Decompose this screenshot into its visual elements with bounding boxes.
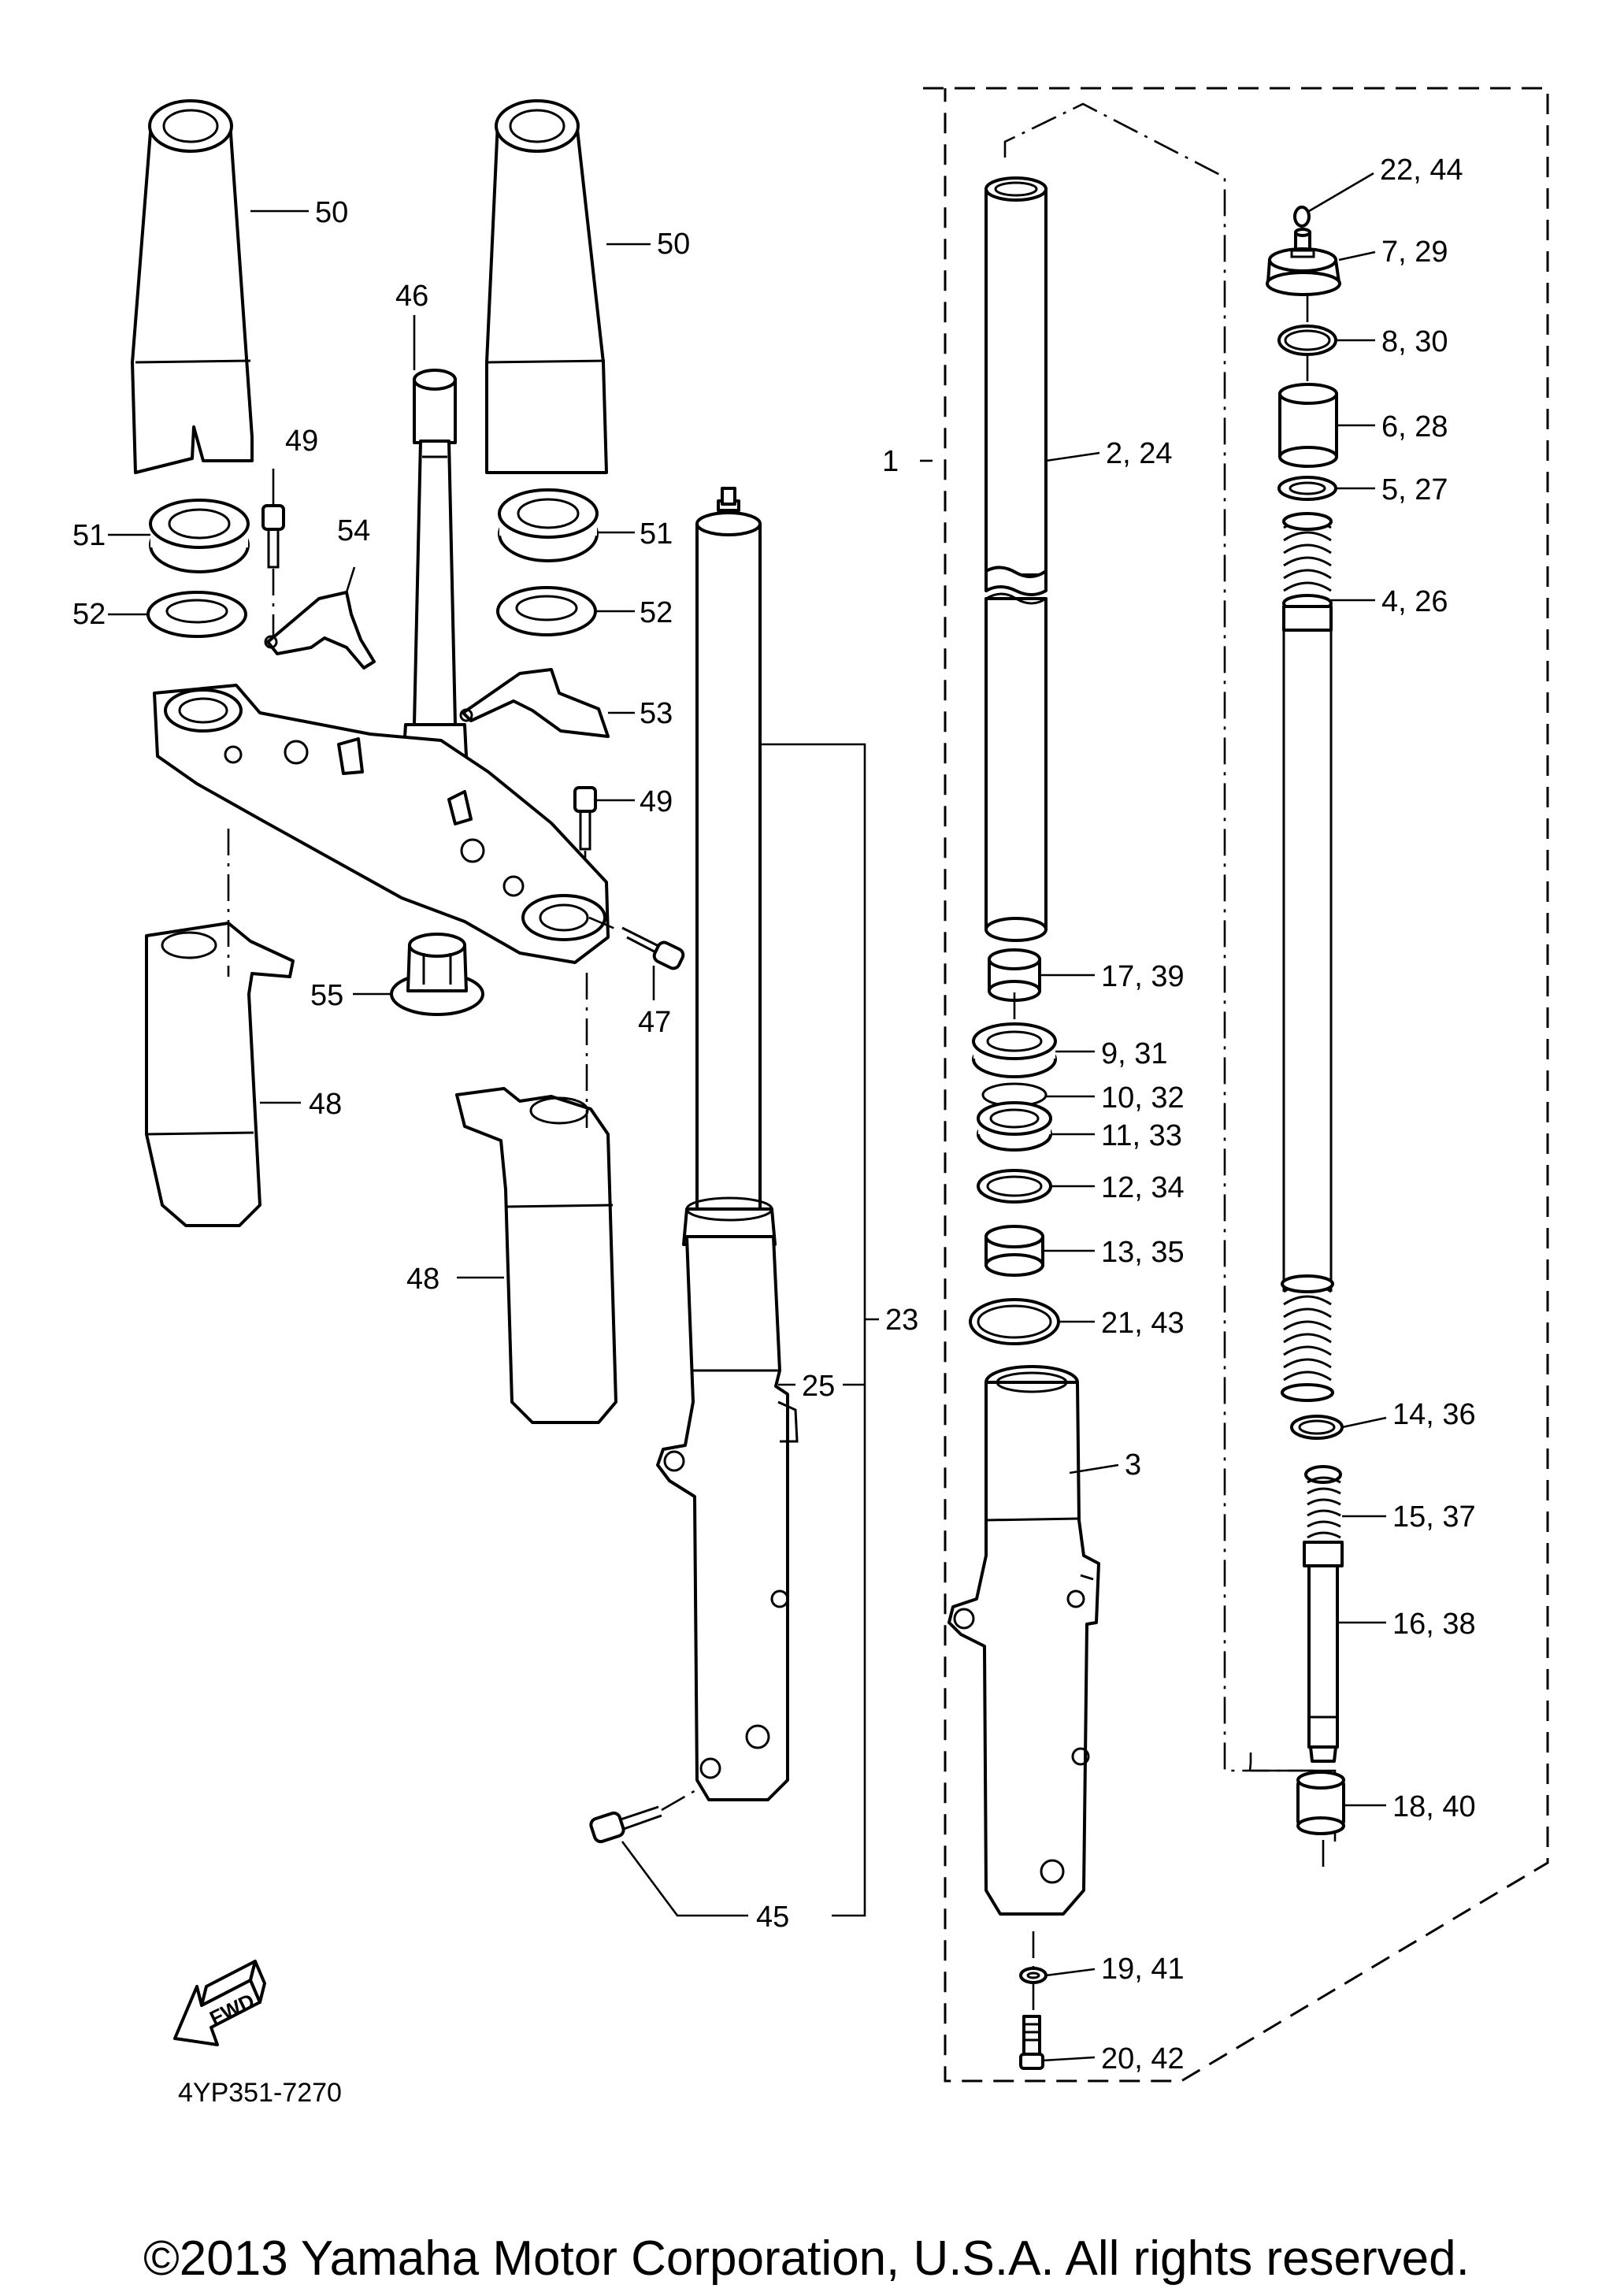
washer-5	[1277, 476, 1337, 501]
oil-lock-piece-18	[1296, 1771, 1345, 1835]
callout-48-right: 48	[406, 1263, 439, 1296]
callout-51-left: 51	[72, 519, 106, 552]
callout-1: 1	[882, 445, 899, 478]
circlip-21	[969, 1298, 1060, 1345]
oil-seal-11	[977, 1101, 1052, 1152]
cable-guide-54	[264, 591, 376, 670]
washer-right	[496, 586, 597, 636]
steering-stem	[395, 369, 474, 802]
callout-20-42: 20, 42	[1101, 2042, 1185, 2075]
damper-rod-15	[1303, 1465, 1344, 1567]
fork-spring-4	[1281, 512, 1334, 1402]
steering-nut-55	[390, 933, 484, 1016]
callout-3: 3	[1125, 1448, 1141, 1482]
washer-12	[977, 1169, 1052, 1204]
dust-seal-9	[972, 1022, 1057, 1078]
copyright-notice: ©2013 Yamaha Motor Corporation, U.S.A. A…	[143, 2231, 1470, 2286]
callout-16-38: 16, 38	[1392, 1608, 1476, 1641]
callout-15-37: 15, 37	[1392, 1500, 1476, 1534]
guide-bushing-17	[988, 948, 1041, 1002]
lower-fork-cover-right	[455, 1087, 617, 1424]
callout-2-24: 2, 24	[1106, 437, 1173, 470]
callout-4-26: 4, 26	[1381, 585, 1448, 618]
callout-46: 46	[395, 280, 428, 313]
callout-48-left: 48	[309, 1088, 342, 1121]
callout-8-30: 8, 30	[1381, 325, 1448, 358]
callout-50-right: 50	[657, 228, 690, 261]
callout-49-left: 49	[285, 425, 318, 458]
inner-group-bracket	[1003, 102, 1319, 1772]
callout-47: 47	[638, 1006, 671, 1039]
washer-left	[146, 591, 247, 638]
dust-seal-left	[149, 499, 250, 573]
callout-19-41: 19, 41	[1101, 1953, 1185, 1986]
figure-code: 4YP351-7270	[178, 2078, 342, 2108]
callout-10-32: 10, 32	[1101, 1081, 1185, 1115]
slide-metal-13	[984, 1225, 1044, 1277]
callout-6-28: 6, 28	[1381, 410, 1448, 443]
assembly-boundary	[923, 87, 1549, 2083]
bolt-49-left	[261, 504, 285, 642]
upper-fork-cover-left	[131, 99, 254, 474]
outer-tube-3	[947, 1365, 1100, 1916]
pinch-bolt-47	[588, 916, 685, 970]
cap-bolt-7	[1266, 228, 1341, 296]
callout-14-36: 14, 36	[1392, 1398, 1476, 1431]
o-ring-22	[1293, 206, 1311, 228]
callout-13-35: 13, 35	[1101, 1236, 1185, 1269]
callout-5-27: 5, 27	[1381, 473, 1448, 506]
callout-45: 45	[756, 1901, 789, 1934]
inner-tube-2	[984, 176, 1048, 942]
dust-seal-right	[498, 488, 599, 562]
damper-rod-bolt-20	[1019, 2015, 1044, 2070]
callout-21-43: 21, 43	[1101, 1307, 1185, 1340]
under-bracket	[153, 684, 610, 964]
callout-52-left: 52	[72, 598, 106, 631]
rebound-spring-14	[1290, 1415, 1344, 1440]
callout-54: 54	[337, 514, 370, 547]
cable-guide-53	[459, 668, 610, 738]
o-ring-8	[1277, 325, 1337, 356]
leader-lines	[108, 172, 1387, 2062]
callout-18-40: 18, 40	[1392, 1790, 1476, 1823]
upper-fork-cover-right	[485, 99, 608, 474]
callout-22-44: 22, 44	[1380, 154, 1463, 187]
copper-washer-19	[1019, 1967, 1048, 1984]
callout-55: 55	[310, 979, 343, 1012]
callout-49-right: 49	[640, 785, 673, 818]
callout-23: 23	[885, 1304, 918, 1337]
damper-rod-16	[1307, 1564, 1339, 1763]
callout-52-right: 52	[640, 596, 673, 629]
callout-12-34: 12, 34	[1101, 1171, 1185, 1204]
front-fork-assembly-25	[656, 487, 799, 1801]
collar-6	[1278, 383, 1338, 468]
callout-17-39: 17, 39	[1101, 960, 1185, 993]
callout-51-right: 51	[640, 517, 673, 551]
callout-50-left: 50	[315, 196, 348, 229]
callout-25: 25	[802, 1370, 835, 1403]
callout-7-29: 7, 29	[1381, 236, 1448, 269]
callout-11-33: 11, 33	[1101, 1119, 1182, 1152]
callout-9-31: 9, 31	[1101, 1037, 1168, 1070]
lower-fork-cover-left	[145, 922, 295, 1227]
callout-labels: 50 50 46 49 54 51 52 51 52 53 49 55 47 4…	[72, 154, 1476, 2075]
callout-53: 53	[640, 697, 673, 730]
pinch-bolt-45	[589, 1785, 703, 1844]
forward-direction-arrow: FWD	[173, 1960, 266, 2046]
